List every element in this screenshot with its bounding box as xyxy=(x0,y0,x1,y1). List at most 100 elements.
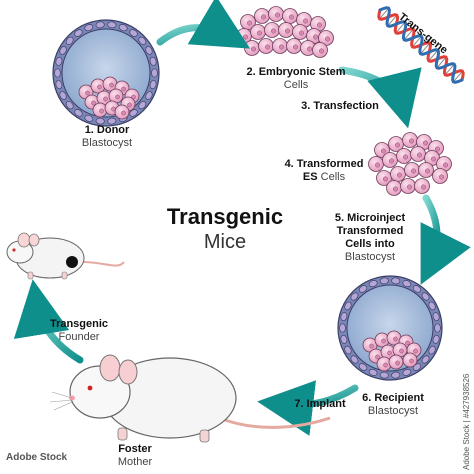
recipient-title: 6. Recipient xyxy=(362,392,424,404)
cell-nucleus xyxy=(411,168,416,174)
trophoblast-cell xyxy=(118,24,128,32)
cell-nucleus xyxy=(257,30,262,36)
trophoblast-cell xyxy=(350,355,359,364)
donor-title: 1. Donor xyxy=(84,124,130,136)
arrow-transformed-to-microinject xyxy=(420,194,471,285)
dna-rung xyxy=(420,42,431,55)
cell-nucleus xyxy=(115,94,120,100)
microinject-line1: 5. Microinject xyxy=(334,212,406,224)
cell-nucleus xyxy=(435,146,440,152)
dna-transgene xyxy=(377,6,465,84)
trophoblast-cell xyxy=(129,29,138,37)
cell-nucleus xyxy=(271,28,276,34)
trophoblast-cell xyxy=(412,285,422,293)
stock-id-watermark: Adobe Stock | #427938526 xyxy=(462,373,471,470)
black-spot xyxy=(66,256,78,268)
label-transformed: 4. Transformed ES Cells xyxy=(274,158,374,184)
donor-blastocyst xyxy=(52,19,160,127)
trophoblast-cell xyxy=(95,117,105,125)
cell-nucleus xyxy=(317,22,322,28)
cell-nucleus xyxy=(393,186,398,192)
cell-nucleus xyxy=(109,82,114,88)
cell-nucleus xyxy=(299,30,304,36)
cell-nucleus xyxy=(409,138,414,144)
trophoblast-cell xyxy=(421,292,430,301)
recipient-sub: Blastocyst xyxy=(367,405,419,417)
trophoblast-cell xyxy=(74,29,83,37)
cell-nucleus xyxy=(383,176,388,182)
cell-nucleus xyxy=(395,360,400,366)
cell-nucleus xyxy=(421,184,426,190)
cell-nucleus xyxy=(85,90,90,96)
trophoblast-cell xyxy=(138,36,147,45)
dna-rung xyxy=(436,56,447,69)
trophoblast-cell xyxy=(421,355,430,364)
dna-rung xyxy=(403,28,414,41)
cell-nucleus xyxy=(243,34,248,40)
foster-sub: Mother xyxy=(117,456,153,468)
cell-nucleus xyxy=(261,14,266,20)
cell-nucleus xyxy=(247,20,252,26)
trophoblast-cell xyxy=(358,285,368,293)
arrow-donor-to-stem xyxy=(156,0,251,49)
cell-nucleus xyxy=(289,14,294,20)
trophoblast-cell xyxy=(402,368,412,376)
cell-nucleus xyxy=(389,158,394,164)
cell-nucleus xyxy=(121,86,126,92)
microinject-sub: Blastocyst xyxy=(344,251,396,263)
stock-brand-watermark: Adobe Stock xyxy=(6,452,68,463)
cell-nucleus xyxy=(303,18,308,24)
cell-nucleus xyxy=(97,84,102,90)
cell-nucleus xyxy=(417,152,422,158)
cell-nucleus xyxy=(265,44,270,50)
dna-rung xyxy=(428,49,439,62)
trophoblast-cell xyxy=(84,24,94,32)
trophoblast-cell xyxy=(340,312,348,322)
transformed-sub-line: ES Cells xyxy=(274,171,374,184)
label-donor: 1. Donor Blastocyst xyxy=(74,124,140,150)
cell-nucleus xyxy=(285,28,290,34)
cell-nucleus xyxy=(369,343,374,349)
cell-nucleus xyxy=(431,156,436,162)
trophoblast-cell xyxy=(434,323,441,333)
label-foster: Foster Mother xyxy=(110,443,160,469)
trophoblast-cell xyxy=(432,312,440,322)
cell-nucleus xyxy=(405,340,410,346)
trophoblast-cell xyxy=(428,301,436,311)
label-stem: 2. Embryonic Stem Cells xyxy=(226,66,366,92)
trophoblast-cell xyxy=(95,21,105,29)
trophoblast-cell xyxy=(391,371,401,379)
trophoblast-cell xyxy=(368,280,378,288)
cell-nucleus xyxy=(393,336,398,342)
transfection-title: 3. Transfection xyxy=(301,100,379,112)
dna-rung xyxy=(379,7,390,20)
cell-nucleus xyxy=(293,44,298,50)
transformed-es: ES xyxy=(302,171,318,183)
trophoblast-cell xyxy=(151,68,158,78)
label-transfection: 3. Transfection xyxy=(290,100,390,113)
cell-nucleus xyxy=(325,36,330,42)
cell-nucleus xyxy=(413,348,418,354)
cell-nucleus xyxy=(409,358,414,364)
dna-rung xyxy=(452,70,463,83)
foster-title: Foster xyxy=(118,443,152,455)
diagram-title: Transgenic Mice xyxy=(150,204,300,254)
label-microinject: 5. Microinject Transformed Cells into Bl… xyxy=(318,212,422,264)
title-line2: Mice xyxy=(203,231,247,253)
arrow-stem-to-transfection xyxy=(338,66,422,129)
trophoblast-cell xyxy=(65,101,74,110)
microinject-line3: Cells into xyxy=(345,238,395,250)
stem-sub: Cells xyxy=(283,79,309,91)
trophoblast-cell xyxy=(74,109,83,117)
trophoblast-cell xyxy=(340,334,348,344)
trophoblast-cell xyxy=(145,91,153,100)
transformed-title: 4. Transformed xyxy=(284,158,364,170)
recipient-blastocyst xyxy=(337,275,443,381)
trophoblast-cell xyxy=(358,363,368,371)
cell-nucleus xyxy=(251,46,256,52)
label-founder: Transgenic Founder xyxy=(44,318,114,344)
cell-nucleus xyxy=(395,142,400,148)
trophoblast-cell xyxy=(428,345,436,355)
cell-nucleus xyxy=(443,162,448,168)
